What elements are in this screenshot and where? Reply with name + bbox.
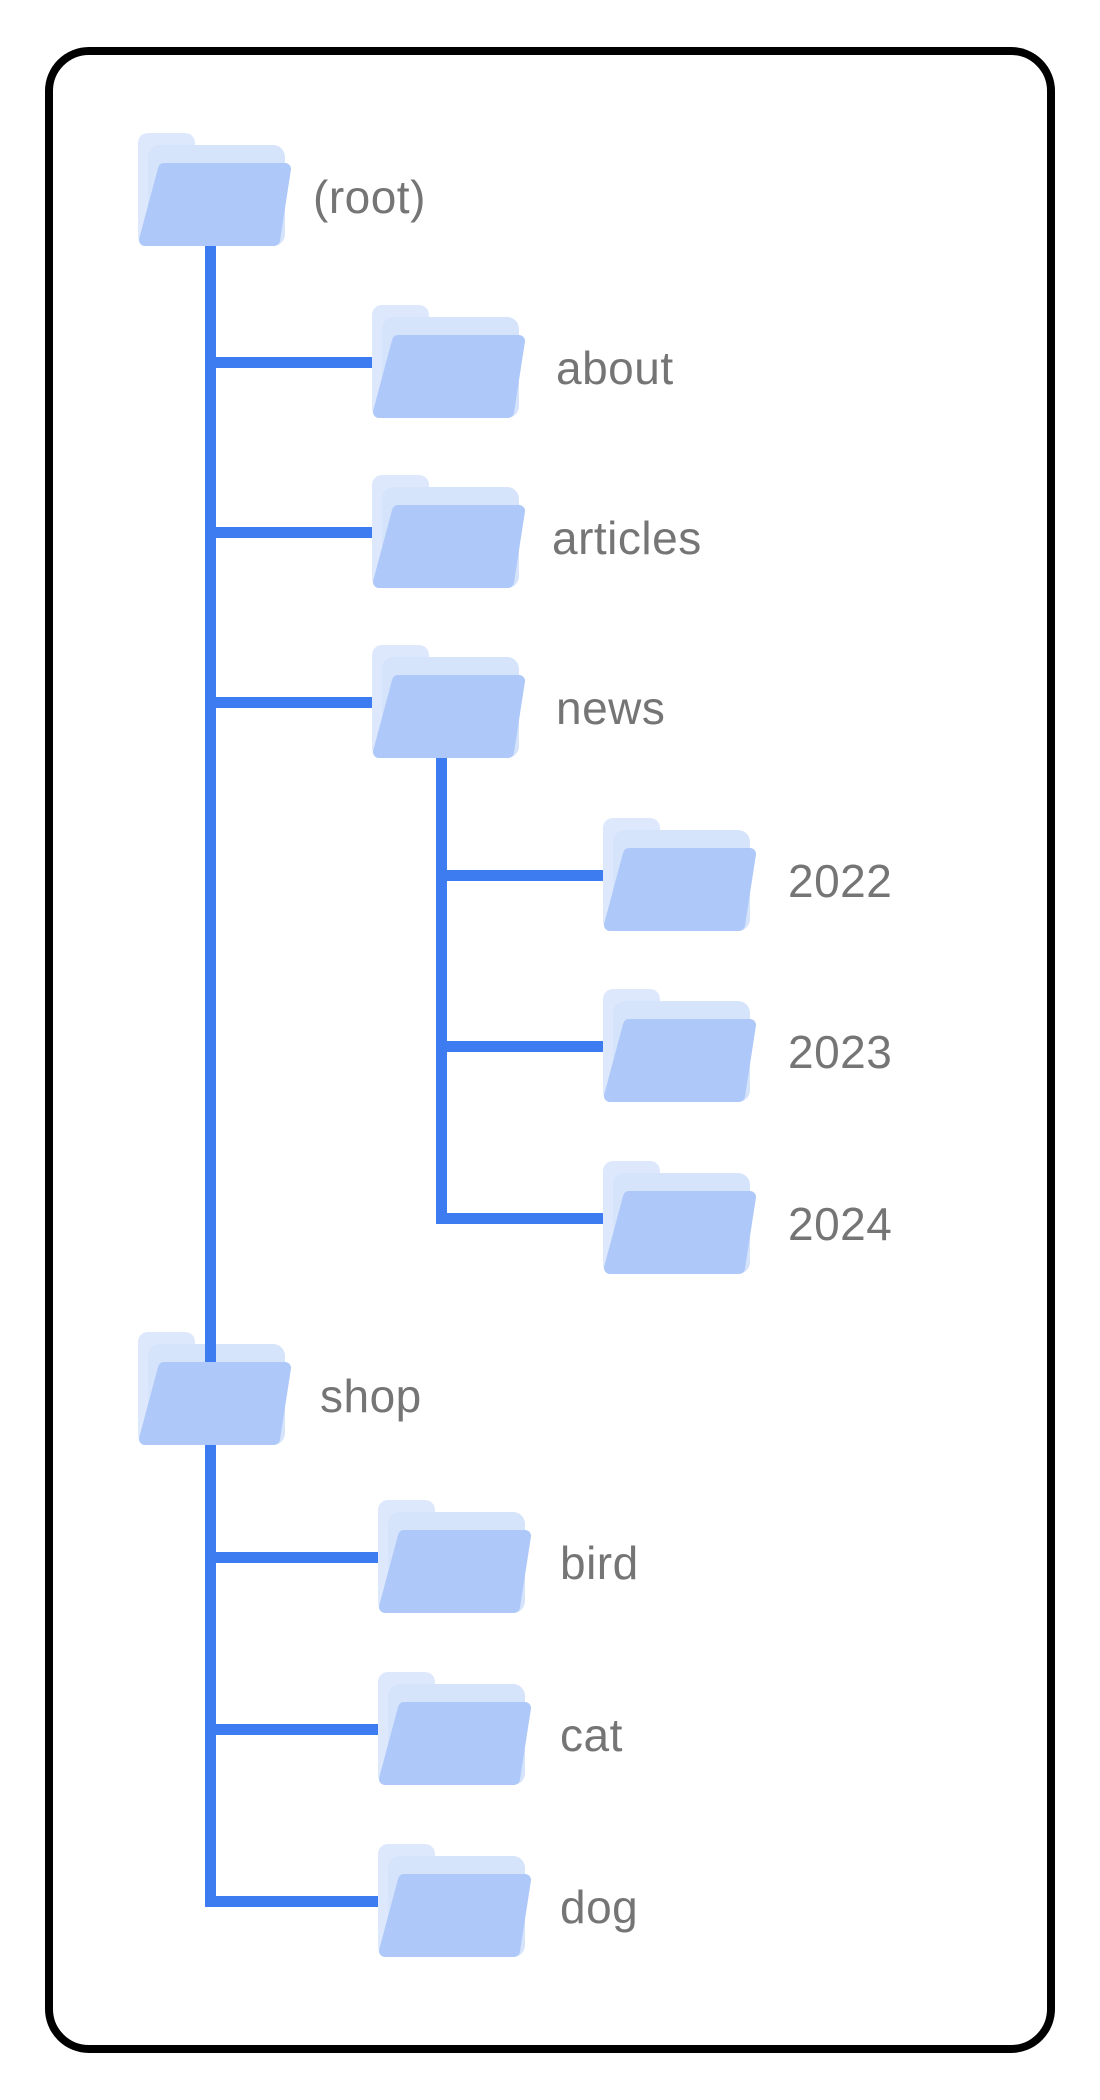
- tree-node-2024: [603, 1161, 757, 1274]
- folder-label-news: news: [556, 682, 666, 734]
- connector-branch-dog: [205, 1896, 378, 1907]
- tree-node-2022: [603, 818, 757, 931]
- folder-label-cat: cat: [560, 1709, 623, 1761]
- connector-branch-2022: [436, 870, 603, 881]
- tree-node-about: [372, 305, 526, 418]
- folder-label-about: about: [556, 342, 674, 394]
- folder-front-icon: [372, 475, 526, 588]
- connector-news-trunk: [436, 750, 447, 1224]
- folder-front-icon: [603, 1161, 757, 1274]
- tree-node-articles: [372, 475, 526, 588]
- folder-label-articles: articles: [552, 512, 702, 564]
- tree-node-bird: [378, 1500, 532, 1613]
- folder-label-bird: bird: [560, 1537, 639, 1589]
- tree-node-cat: [378, 1672, 532, 1785]
- folder-front-icon: [378, 1672, 532, 1785]
- folder-label-shop: shop: [320, 1370, 422, 1422]
- tree-node-shop: [138, 1332, 292, 1445]
- folder-label-2024: 2024: [788, 1198, 893, 1250]
- folder-label-2023: 2023: [788, 1026, 893, 1078]
- connector-branch-bird: [205, 1552, 378, 1563]
- folder-front-icon: [378, 1844, 532, 1957]
- folder-front-icon: [603, 818, 757, 931]
- tree-node-root: [138, 133, 292, 246]
- tree-node-2023: [603, 989, 757, 1102]
- folder-front-icon: [372, 305, 526, 418]
- tree-node-dog: [378, 1844, 532, 1957]
- connector-root-trunk: [205, 244, 216, 1907]
- connector-branch-about: [205, 357, 372, 368]
- folder-front-icon: [372, 645, 526, 758]
- folder-front-icon: [603, 989, 757, 1102]
- folder-label-dog: dog: [560, 1881, 639, 1933]
- connector-branch-cat: [205, 1724, 378, 1735]
- folder-label-2022: 2022: [788, 855, 893, 907]
- folder-front-icon: [138, 1332, 292, 1445]
- folder-front-icon: [378, 1500, 532, 1613]
- connector-branch-2023: [436, 1041, 603, 1052]
- tree-node-news: [372, 645, 526, 758]
- folder-front-icon: [138, 133, 292, 246]
- folder-label-root: (root): [313, 171, 426, 223]
- connector-branch-news: [205, 697, 372, 708]
- connector-branch-2024: [436, 1213, 603, 1224]
- connector-branch-articles: [205, 527, 372, 538]
